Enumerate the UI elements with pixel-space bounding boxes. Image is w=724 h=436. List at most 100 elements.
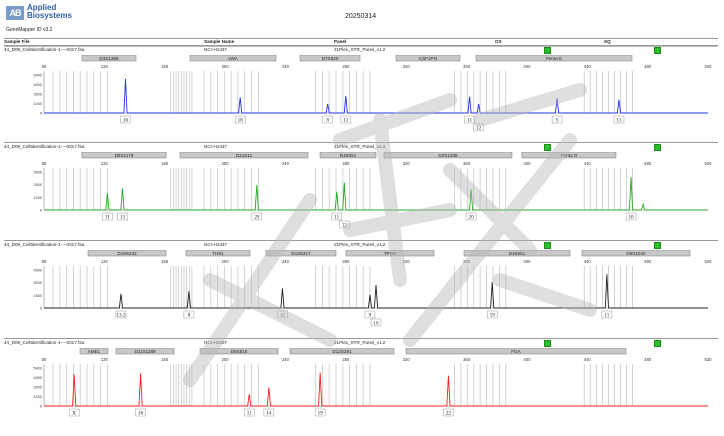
allele-call[interactable]: 11: [464, 115, 475, 123]
allele-call[interactable]: 11: [331, 212, 343, 220]
allele-call[interactable]: 11: [613, 115, 625, 123]
fluorescence-trace: [44, 372, 708, 407]
panel-name-text: 21Plex_STR_Panel_v1.2: [334, 242, 386, 247]
allele-label: 29: [254, 214, 260, 220]
allele-label: 11: [467, 117, 472, 123]
col-os[interactable]: OS: [495, 39, 502, 44]
allele-call[interactable]: 12: [473, 123, 484, 131]
allele-call[interactable]: 11: [340, 115, 352, 123]
col-sample-name[interactable]: Sample Name: [204, 39, 235, 44]
allele-call[interactable]: 19: [486, 310, 498, 318]
allele-call[interactable]: 19: [314, 408, 326, 416]
locus-label: D5S818: [231, 349, 248, 354]
locus-label: AMEL: [88, 349, 101, 354]
locus-bar[interactable]: D19S433: [87, 250, 167, 257]
locus-bar[interactable]: D2S1338: [383, 152, 513, 159]
locus-bar[interactable]: D13S317: [265, 250, 337, 257]
locus-bar[interactable]: D5S1042: [581, 250, 691, 257]
locus-bar[interactable]: D21S11: [179, 152, 309, 159]
allele-label: 11: [616, 117, 621, 123]
allele-call[interactable]: 22: [443, 408, 454, 416]
locus-label: TPOX: [384, 251, 397, 256]
allele-call[interactable]: 10: [625, 212, 637, 220]
sq-status-indicator[interactable]: [654, 47, 661, 54]
size-axis-tick: 480: [644, 357, 652, 362]
intensity-tick: 5400: [34, 367, 42, 371]
locus-bar[interactable]: TH01: [185, 250, 251, 257]
locus-bar[interactable]: D7S820: [299, 55, 361, 62]
locus-bar[interactable]: CSF1PO: [395, 55, 461, 62]
allele-call[interactable]: 12: [277, 310, 288, 318]
size-axis-tick: 280: [342, 259, 350, 264]
allele-call[interactable]: 9: [364, 310, 376, 318]
allele-call[interactable]: 8: [322, 115, 333, 123]
allele-call[interactable]: X: [68, 408, 80, 416]
locus-bar[interactable]: D16S51: [463, 250, 571, 257]
os-status-indicator[interactable]: [544, 340, 551, 347]
table-header: Sample File Sample Name Panel OS SQ: [4, 38, 718, 47]
sq-status-indicator[interactable]: [654, 144, 661, 151]
allele-call[interactable]: 18: [234, 115, 246, 123]
allele-call[interactable]: 13: [117, 212, 128, 220]
allele-call[interactable]: 16: [120, 115, 131, 123]
sq-status-indicator[interactable]: [654, 242, 661, 249]
allele-call[interactable]: 10: [370, 318, 382, 326]
allele-call[interactable]: 29: [251, 212, 263, 220]
allele-call[interactable]: 5: [551, 115, 563, 123]
intensity-tick: 0: [40, 209, 42, 213]
allele-call[interactable]: 14: [263, 408, 275, 416]
allele-call[interactable]: 13.2: [115, 310, 127, 318]
intensity-tick: 1000: [34, 196, 42, 200]
col-panel[interactable]: Panel: [334, 39, 347, 44]
locus-bar[interactable]: TPOX: [345, 250, 435, 257]
sq-status-indicator[interactable]: [654, 340, 661, 347]
locus-bar[interactable]: vWA: [189, 55, 277, 62]
size-axis-tick: 120: [101, 357, 109, 362]
locus-bar[interactable]: D12S391: [289, 348, 395, 355]
allele-call[interactable]: 16: [135, 408, 146, 416]
locus-bar[interactable]: D5S818: [199, 348, 279, 355]
os-status-indicator[interactable]: [544, 144, 551, 151]
os-status-indicator[interactable]: [544, 242, 551, 249]
allele-call[interactable]: 11: [102, 212, 113, 220]
intensity-tick: 4000: [34, 376, 42, 380]
allele-call[interactable]: 11: [243, 408, 255, 416]
allele-label: 8: [326, 117, 329, 123]
locus-bar[interactable]: D18S51: [319, 152, 377, 159]
locus-bar[interactable]: D11S1189: [115, 348, 175, 355]
intensity-tick: 3000: [34, 386, 42, 390]
locus-bar[interactable]: D8S1179: [81, 152, 167, 159]
size-axis-tick: 400: [523, 64, 531, 69]
locus-label: Penta E: [546, 56, 562, 61]
col-sq[interactable]: SQ: [604, 39, 611, 44]
allele-label: 13.2: [116, 312, 125, 318]
allele-label: 22: [446, 410, 452, 416]
os-status-indicator[interactable]: [544, 47, 551, 54]
allele-label: 14: [266, 410, 272, 416]
allele-call[interactable]: 8: [183, 310, 195, 318]
size-axis-tick: 400: [523, 161, 531, 166]
allele-call[interactable]: 20: [465, 212, 477, 220]
locus-bar[interactable]: Penta D: [521, 152, 617, 159]
sample-file-text: 44_D09_CellIdentification-1----0317.fsa: [4, 47, 85, 52]
size-axis-tick: 160: [161, 161, 169, 166]
locus-bar[interactable]: D3S1358: [81, 55, 137, 62]
col-sample-file[interactable]: Sample File: [4, 39, 30, 44]
size-axis-tick: 480: [644, 64, 652, 69]
locus-bar[interactable]: AMEL: [79, 348, 109, 355]
locus-bar[interactable]: Penta E: [475, 55, 633, 62]
fluorescence-trace: [44, 78, 708, 114]
allele-call[interactable]: 11: [601, 310, 613, 318]
locus-label: vWA: [228, 56, 238, 61]
allele-call[interactable]: 12: [339, 220, 350, 228]
panel-name-text: 21Plex_STR_Panel_v1.2: [334, 47, 386, 52]
locus-bar[interactable]: FGA: [405, 348, 627, 355]
